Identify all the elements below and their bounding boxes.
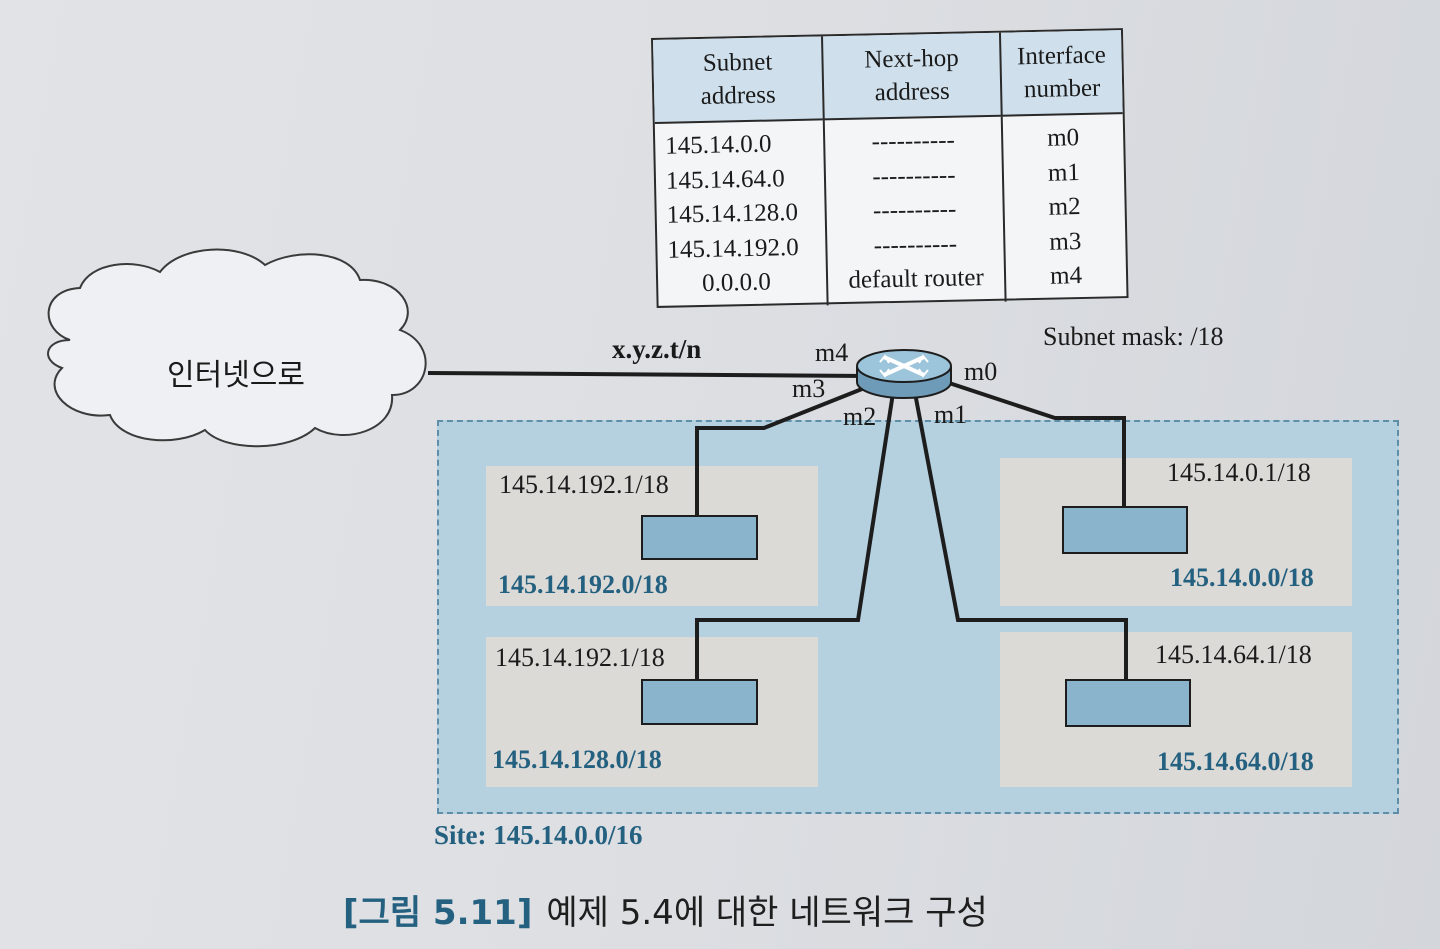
port-m1-label: m1 bbox=[934, 400, 968, 429]
figure-caption: [그림 5.11] 예제 5.4에 대한 네트워크 구성 bbox=[343, 885, 988, 934]
host-address-label: 145.14.192.1/18 bbox=[499, 470, 669, 499]
host-address-label: 145.14.0.1/18 bbox=[1167, 458, 1311, 487]
internet-cloud-icon bbox=[47, 248, 427, 448]
host-icon bbox=[1062, 506, 1188, 554]
link-m0 bbox=[939, 378, 1126, 508]
network-address-label: 145.14.0.0/18 bbox=[1170, 563, 1314, 592]
host-icon bbox=[641, 679, 758, 725]
host-address-label: 145.14.64.1/18 bbox=[1155, 640, 1312, 669]
internet-link-label: x.y.z.t/n bbox=[612, 334, 702, 364]
port-m4-label: m4 bbox=[815, 338, 849, 367]
network-address-label: 145.14.128.0/18 bbox=[492, 745, 662, 774]
subnet-mask-label: Subnet mask: /18 bbox=[1043, 322, 1224, 351]
caption-text: 예제 5.4에 대한 네트워크 구성 bbox=[546, 893, 988, 933]
host-icon bbox=[641, 515, 758, 560]
cloud-label: 인터넷으로 bbox=[167, 358, 305, 393]
router-icon bbox=[856, 349, 952, 399]
port-m0-label: m0 bbox=[964, 357, 998, 386]
network-address-label: 145.14.64.0/18 bbox=[1157, 747, 1314, 776]
link-m3 bbox=[695, 383, 873, 516]
port-m2-label: m2 bbox=[843, 402, 877, 431]
network-address-label: 145.14.192.0/18 bbox=[498, 570, 668, 599]
link-m1 bbox=[913, 392, 1128, 680]
caption-number: [그림 5.11] bbox=[343, 893, 533, 933]
site-label: Site: 145.14.0.0/16 bbox=[434, 820, 643, 850]
host-icon bbox=[1065, 679, 1191, 727]
host-address-label: 145.14.192.1/18 bbox=[495, 643, 665, 672]
port-m3-label: m3 bbox=[792, 374, 826, 403]
link-m2 bbox=[695, 392, 895, 680]
link-internet bbox=[427, 371, 869, 378]
